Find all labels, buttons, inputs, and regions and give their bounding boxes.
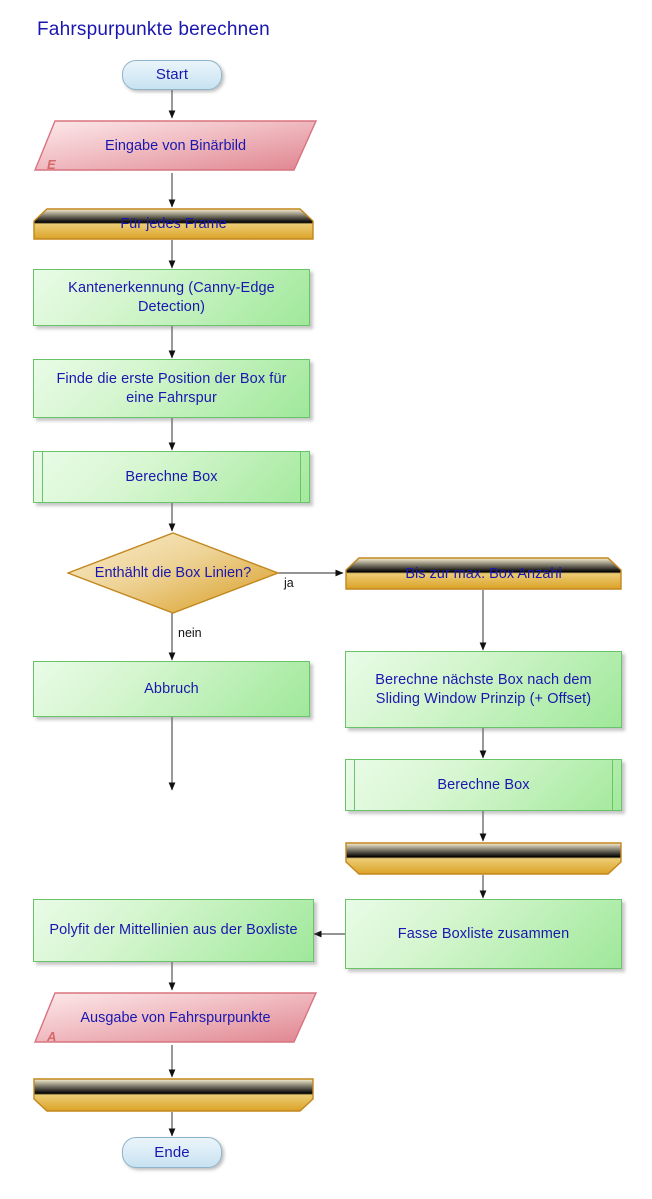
node-loop-maxbox-end-label xyxy=(345,842,622,875)
node-loop-maxbox-start-label: Bis zur max. Box Anzahl xyxy=(405,565,562,582)
node-polyfit[interactable]: Polyfit der Mittellinien aus der Boxlist… xyxy=(33,899,314,962)
node-decision-lines[interactable]: Enthählt die Box Linien? xyxy=(67,532,279,614)
node-compute-box-2-label: Berechne Box xyxy=(437,776,530,793)
node-loop-frame-start[interactable]: Für jedes Frame xyxy=(33,208,314,240)
node-compute-box-2[interactable]: Berechne Box xyxy=(345,759,622,811)
node-input-binary-label: Eingabe von Binärbild xyxy=(104,138,247,155)
node-loop-maxbox-start[interactable]: Bis zur max. Box Anzahl xyxy=(345,557,622,590)
node-start[interactable]: Start xyxy=(122,60,222,90)
node-decision-lines-label: Enthählt die Box Linien? xyxy=(94,564,252,581)
node-first-box-position-label: Finde die erste Position der Box für ein… xyxy=(56,370,287,406)
node-polyfit-label: Polyfit der Mittellinien aus der Boxlist… xyxy=(49,922,298,939)
node-output-points-label: Ausgabe von Fahrspurpunkte xyxy=(80,1010,271,1027)
node-loop-frame-end-label xyxy=(33,1078,314,1112)
node-input-marker: E xyxy=(47,157,56,172)
node-canny-label: Kantenerkennung (Canny-Edge Detection) xyxy=(68,279,275,315)
io-output-shape xyxy=(33,992,318,1043)
node-next-box-label: Berechne nächste Box nach dem Sliding Wi… xyxy=(375,671,592,707)
node-output-marker: A xyxy=(47,1029,57,1044)
node-canny[interactable]: Kantenerkennung (Canny-Edge Detection) xyxy=(33,269,310,326)
loop-maxbox-start-shape xyxy=(345,557,622,590)
diagram-title: Fahrspurpunkte berechnen xyxy=(37,19,270,40)
node-ende[interactable]: Ende xyxy=(122,1137,222,1168)
node-ende-label: Ende xyxy=(154,1143,190,1161)
node-compute-box-1[interactable]: Berechne Box xyxy=(33,451,310,503)
io-input-shape xyxy=(33,120,318,171)
node-compute-box-1-label: Berechne Box xyxy=(125,468,218,485)
loop-frame-end-shape xyxy=(33,1078,314,1112)
node-loop-frame-start-label: Für jedes Frame xyxy=(120,216,227,232)
node-next-box[interactable]: Berechne nächste Box nach dem Sliding Wi… xyxy=(345,651,622,728)
node-loop-frame-end[interactable] xyxy=(33,1078,314,1112)
node-first-box-position[interactable]: Finde die erste Position der Box für ein… xyxy=(33,359,310,418)
node-start-label: Start xyxy=(155,66,189,84)
node-abort[interactable]: Abbruch xyxy=(33,661,310,717)
loop-maxbox-end-shape xyxy=(345,842,622,875)
edge-label-no: nein xyxy=(178,626,202,640)
node-abort-label: Abbruch xyxy=(144,680,199,697)
edge-label-yes: ja xyxy=(284,576,294,590)
node-loop-maxbox-end[interactable] xyxy=(345,842,622,875)
node-merge-boxlist-label: Fasse Boxliste zusammen xyxy=(397,925,570,942)
loop-start-shape xyxy=(33,208,314,240)
node-merge-boxlist[interactable]: Fasse Boxliste zusammen xyxy=(345,899,622,969)
node-output-points[interactable]: Ausgabe von Fahrspurpunkte A xyxy=(33,991,318,1046)
node-input-binary[interactable]: Eingabe von Binärbild E xyxy=(33,119,318,174)
decision-shape xyxy=(67,532,279,614)
